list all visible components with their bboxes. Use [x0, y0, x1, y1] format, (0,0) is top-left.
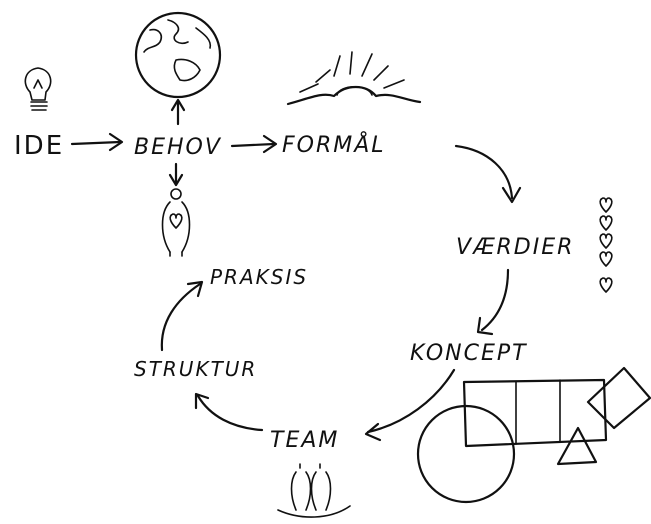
label-vaerdier: VÆRDIER: [456, 235, 574, 260]
label-behov: BEHOV: [134, 135, 222, 160]
sunrise-icon: [286, 51, 422, 106]
arrow-behov-globe: [170, 98, 186, 126]
arrow-vaerdier-koncept: [476, 268, 510, 336]
label-struktur: STRUKTUR: [134, 357, 257, 381]
label-formal: FORMÅL: [282, 131, 386, 158]
shapes-icon: [416, 366, 651, 504]
person-heart-icon: [161, 188, 191, 257]
arrow-behov-formal: [230, 134, 278, 154]
label-ide: IDE: [14, 131, 64, 161]
arrow-struktur-praksis: [160, 280, 204, 352]
arrow-ide-behov: [70, 132, 124, 152]
arrow-formal-vaerdier: [454, 144, 522, 204]
arrow-koncept-team: [364, 368, 456, 442]
arrow-team-struktur: [194, 392, 264, 432]
hearts-icon: [599, 197, 613, 293]
lightbulb-icon: [24, 67, 52, 111]
arrow-behov-person: [168, 162, 184, 187]
label-praksis: PRAKSIS: [210, 265, 308, 289]
people-icon: [277, 463, 351, 518]
label-koncept: KONCEPT: [410, 341, 528, 366]
label-team: TEAM: [270, 428, 339, 453]
globe-icon: [134, 11, 222, 99]
